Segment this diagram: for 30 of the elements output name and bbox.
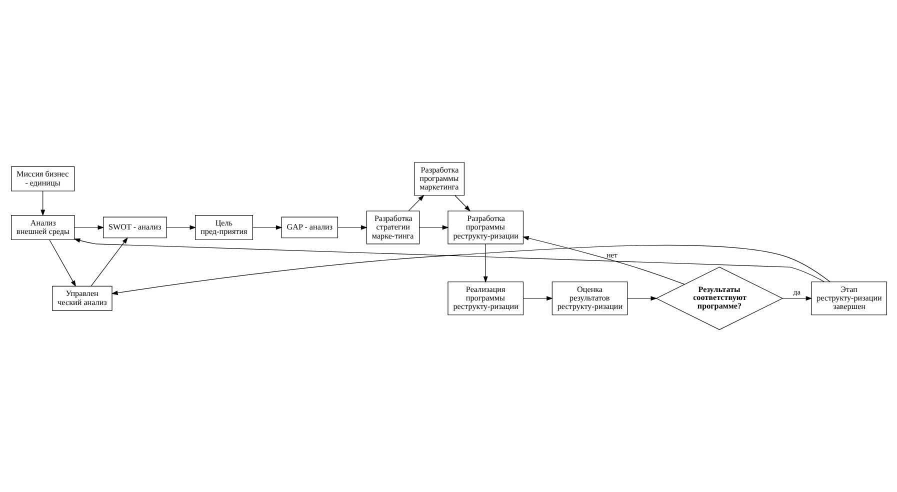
node-box: Цель пред-приятия [194,215,252,240]
arrow [454,195,470,212]
node-box: Миссия бизнес - единицы [10,166,74,192]
arrow [90,237,128,286]
arrow [522,236,684,285]
node-box: Анализ внешней среды [10,215,74,240]
node-box: Реализация программы реструкту-ризации [447,282,524,316]
node-box: GAP - анализ [280,216,338,238]
arrow [48,239,76,287]
arrow [408,194,424,212]
arrow [626,296,657,301]
node-box: SWOT - анализ [102,216,166,238]
node-box: Разработка стратегии марке-тинга [366,210,420,244]
arrow [110,244,830,296]
arrow [73,238,824,282]
node-box: Разработка программы маркетинга [414,162,464,196]
node-box: Разработка программы реструкту-ризации [447,210,524,244]
arrow [166,225,196,230]
arrow [40,190,45,216]
arrow [522,296,552,301]
arrow [782,296,812,301]
node-box: Управлен ческий анализ [52,286,112,311]
node-diamond: Результаты соответствуют программе? [655,266,783,330]
node-box: Этап реструкту-ризации завершен [810,282,886,316]
node-box: Оценка результатов реструкту-ризации [551,282,628,316]
arrow [252,225,282,230]
arrow [482,244,488,283]
arrow [418,225,448,230]
arrow [337,225,367,230]
arrow [74,225,104,230]
